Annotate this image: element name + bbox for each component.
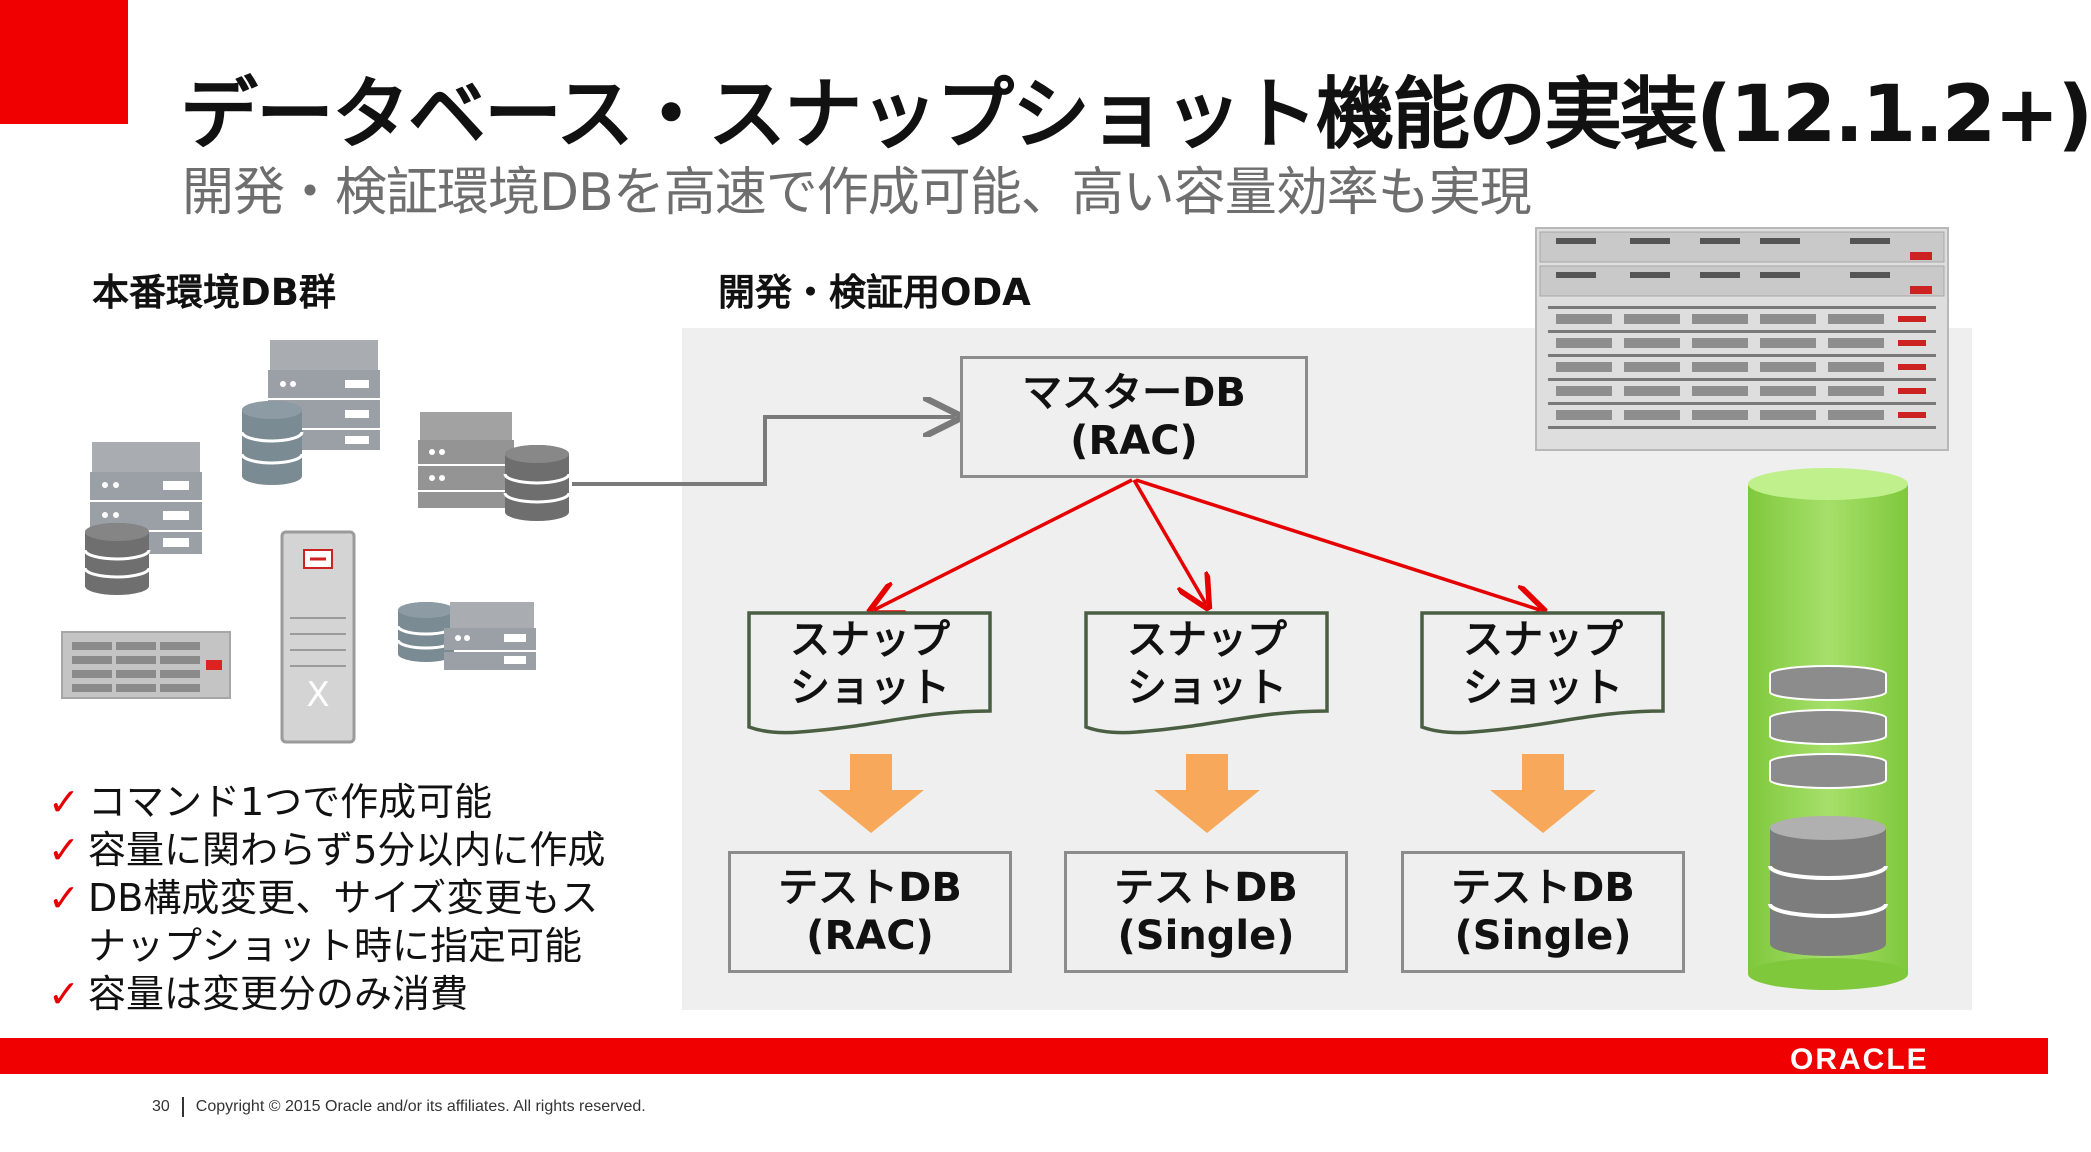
bullet-item-continuation: ナップショット時に指定可能 bbox=[88, 924, 583, 968]
down-arrow-1 bbox=[818, 754, 924, 833]
database-cylinder-icon bbox=[503, 445, 571, 521]
check-icon: ✓ bbox=[48, 876, 80, 920]
snapshot-label-2: スナップ ショット bbox=[1086, 616, 1328, 712]
oda-label: 開発・検証用ODA bbox=[718, 271, 1031, 314]
test-db-line1: テストDB bbox=[778, 865, 962, 911]
page-number: 30 bbox=[152, 1098, 170, 1116]
check-icon: ✓ bbox=[48, 780, 80, 824]
brand-corner-block bbox=[0, 0, 128, 124]
test-db-box-3: テストDB (Single) bbox=[1401, 851, 1685, 973]
bullet-item: ✓DB構成変更、サイズ変更もス bbox=[48, 876, 599, 920]
down-arrow-2 bbox=[1154, 754, 1260, 833]
master-db-box: マスターDB (RAC) bbox=[960, 356, 1308, 478]
feature-bullet-list: ✓コマンド1つで作成可能 ✓容量に関わらず5分以内に作成 ✓DB構成変更、サイズ… bbox=[48, 778, 605, 1018]
snapshot-arrow-3 bbox=[1135, 478, 1540, 610]
server-rack-icon bbox=[444, 602, 536, 670]
diagram-graphics: X bbox=[61, 227, 1949, 990]
test-db-line2: (Single) bbox=[1117, 913, 1295, 959]
down-arrow-3 bbox=[1490, 754, 1596, 833]
storage-layers bbox=[1768, 665, 1888, 956]
snapshot-label-line2: ショット bbox=[790, 665, 950, 711]
snapshot-shape-3 bbox=[1420, 611, 1665, 735]
snapshot-arrow-2 bbox=[1132, 479, 1206, 604]
snapshot-label-line2: ショット bbox=[1463, 665, 1623, 711]
snapshot-arrows bbox=[874, 478, 1540, 610]
bullet-item: ✓容量は変更分のみ消費 bbox=[48, 972, 469, 1016]
storage-array-icon bbox=[61, 631, 231, 699]
footer-divider bbox=[181, 1097, 184, 1117]
snapshot-shape-1 bbox=[747, 611, 992, 735]
footer-red-bar bbox=[0, 1038, 2048, 1074]
snapshot-label-1: スナップ ショット bbox=[749, 616, 991, 712]
check-icon: ✓ bbox=[48, 972, 80, 1016]
test-db-line2: (RAC) bbox=[806, 913, 934, 959]
oda-appliance-icon bbox=[1535, 227, 1949, 451]
footer-copyright-line: 30 Copyright © 2015 Oracle and/or its aff… bbox=[152, 1097, 646, 1117]
snapshot-label-line2: ショット bbox=[1127, 665, 1287, 711]
slide-subtitle: 開発・検証環境DBを高速で作成可能、高い容量効率も実現 bbox=[182, 163, 1532, 223]
database-cylinder-icon bbox=[83, 523, 151, 595]
production-db-label: 本番環境DB群 bbox=[92, 271, 336, 314]
oracle-logo: ORACLE bbox=[1790, 1043, 1929, 1076]
exadata-tower-icon: X bbox=[280, 530, 356, 744]
shared-storage-cylinder-icon bbox=[1748, 468, 1908, 990]
test-db-line2: (Single) bbox=[1454, 913, 1632, 959]
snapshot-label-line1: スナップ bbox=[790, 617, 950, 663]
snapshot-arrow-1 bbox=[874, 478, 1133, 610]
server-rack-icon bbox=[418, 412, 514, 508]
check-icon: ✓ bbox=[48, 828, 80, 872]
slide-title: データベース・スナップショット機能の実装(12.1.2+) bbox=[180, 70, 2091, 160]
copyright-text: Copyright © 2015 Oracle and/or its affil… bbox=[195, 1098, 646, 1116]
bullet-item: ✓コマンド1つで作成可能 bbox=[48, 780, 493, 824]
database-cylinder-icon bbox=[240, 401, 304, 485]
master-db-line2: (RAC) bbox=[1070, 418, 1198, 464]
server-x-label: X bbox=[306, 675, 329, 715]
replication-arrow bbox=[572, 417, 955, 486]
test-db-box-1: テストDB (RAC) bbox=[728, 851, 1012, 973]
bullet-item: ✓容量に関わらず5分以内に作成 bbox=[48, 828, 606, 872]
snapshot-shape-2 bbox=[1084, 611, 1329, 735]
snapshot-label-line1: スナップ bbox=[1127, 617, 1287, 663]
snapshot-label-3: スナップ ショット bbox=[1422, 616, 1664, 712]
master-db-line1: マスターDB bbox=[1022, 370, 1246, 416]
test-db-line1: テストDB bbox=[1451, 865, 1635, 911]
snapshot-label-line1: スナップ bbox=[1463, 617, 1623, 663]
test-db-line1: テストDB bbox=[1114, 865, 1298, 911]
test-db-box-2: テストDB (Single) bbox=[1064, 851, 1348, 973]
